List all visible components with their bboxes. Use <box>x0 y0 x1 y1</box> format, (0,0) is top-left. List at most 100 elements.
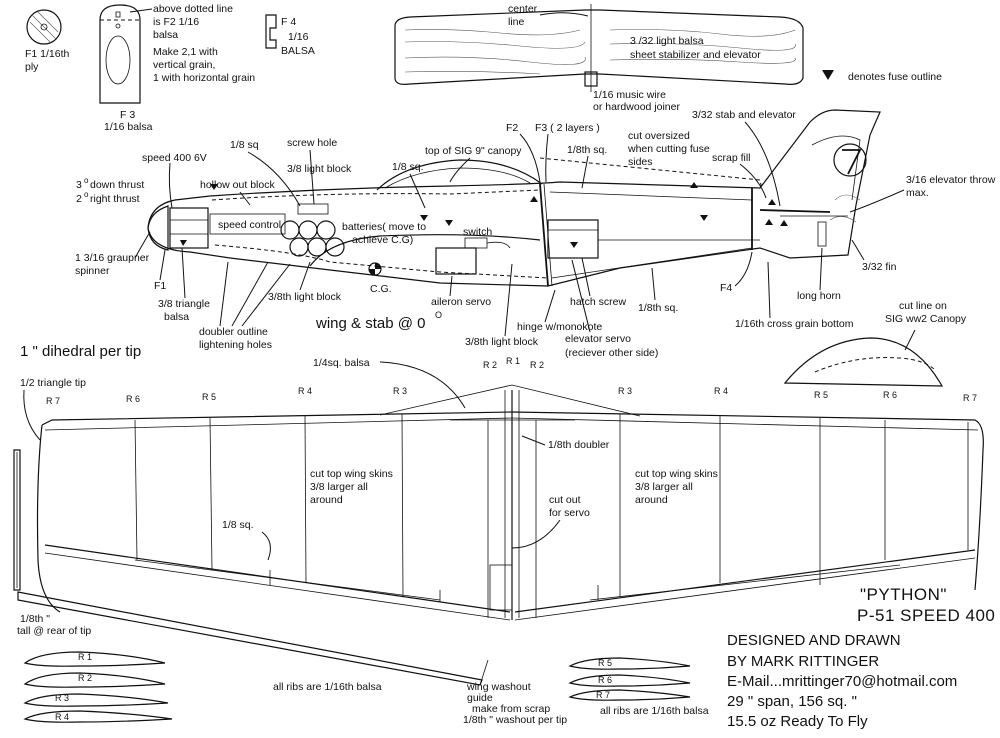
washout-guide: wing washout guide make from scrap 1/8th… <box>17 591 567 726</box>
rib-r7-right: R 7 <box>963 393 977 403</box>
plane-name: "PYTHON" <box>860 585 947 604</box>
wing-labels: 1 " dihedral per tip 1/2 triangle tip 1/… <box>17 343 977 637</box>
light-block-label-2: 3/8th light block <box>268 291 342 303</box>
dihedral-label: 1 " dihedral per tip <box>20 343 141 360</box>
f4-label: F 4 <box>281 16 296 28</box>
span-area: 29 " span, 156 sq. " <box>727 693 857 710</box>
rib-template-r4: R 4 <box>55 712 69 722</box>
rib-template-r2: R 2 <box>78 673 92 683</box>
wing-stab-degree: O <box>435 310 442 320</box>
rib-r5-right: R 5 <box>814 390 828 400</box>
joiner-label-1: 1/16 music wire <box>593 89 666 101</box>
rib-r2-left: R 2 <box>483 360 497 370</box>
rib-r5-left: R 5 <box>202 392 216 402</box>
triangle-label-2: balsa <box>164 311 189 323</box>
f3-label: F 3 <box>120 109 135 121</box>
stabilizer: center line 3 /32 light balsa sheet stab… <box>394 3 942 113</box>
batteries-label-2: achieve C.G) <box>352 234 413 246</box>
fuselage-labels: speed 400 6V 3 o down thrust 2 o right t… <box>75 109 996 359</box>
down-thrust-num: 3 <box>76 179 82 191</box>
f2-note-2: is F2 1/16 <box>153 16 199 28</box>
grain-note-3: 1 with horizontal grain <box>153 72 255 84</box>
former-f1: F1 1/16th ply <box>25 9 70 73</box>
f1-material: ply <box>25 61 39 73</box>
sq-label-3: 1/8th sq. <box>567 144 607 156</box>
rib-template-r6: R 6 <box>598 675 612 685</box>
rib-r4-left: R 4 <box>298 386 312 396</box>
f4-size: 1/16 <box>288 31 309 43</box>
degree-mark-1: o <box>84 176 89 185</box>
washout-label-1: wing washout <box>466 681 531 693</box>
switch-label: switch <box>463 226 492 238</box>
tall-label-2: tall @ rear of tip <box>17 625 91 637</box>
elev-throw-label-2: max. <box>906 187 929 199</box>
rib-r2-right: R 2 <box>530 360 544 370</box>
hatch-screw-label: hatch screw <box>570 296 626 308</box>
triangle-label-1: 3/8 triangle <box>158 298 210 310</box>
stab-elev-label: 3/32 stab and elevator <box>692 109 796 121</box>
sq-label-2: 1/8 sq. <box>392 161 424 173</box>
cut-line-label-2: SIG ww2 Canopy <box>885 313 967 325</box>
grain-note-2: vertical grain, <box>153 59 215 71</box>
tall-label-1: 1/8th " <box>20 613 50 625</box>
quarter-sq-label: 1/4sq. balsa <box>313 357 370 369</box>
hinge-label: hinge w/monokote <box>517 321 602 333</box>
stab-material-1: 3 /32 light balsa <box>630 35 704 47</box>
center-line-label-1: center <box>508 3 538 15</box>
fuse-outline-legend: denotes fuse outline <box>848 71 942 83</box>
designed-by-2: BY MARK RITTINGER <box>727 653 879 670</box>
rib-template-r5: R 5 <box>598 658 612 668</box>
washout-per-tip: 1/8th " washout per tip <box>463 714 567 726</box>
joiner-label-2: or hardwood joiner <box>593 101 680 113</box>
cut-line-label-1: cut line on <box>899 300 947 312</box>
long-horn-label: long horn <box>797 290 841 302</box>
washout-scrap: make from scrap <box>472 703 550 715</box>
elev-servo-label-1: elevator servo <box>565 333 631 345</box>
skins-right-1: cut top wing skins <box>635 468 718 480</box>
f2-callout: F2 <box>506 122 518 134</box>
servo-cut-1: cut out <box>549 494 581 506</box>
servo-cut-2: for servo <box>549 507 590 519</box>
f4-callout: F4 <box>720 282 732 294</box>
former-f4: F 4 1/16 BALSA <box>265 14 315 57</box>
skins-left-3: around <box>310 494 343 506</box>
sq-wing-label: 1/8 sq. <box>222 519 254 531</box>
wing-stab-incidence: wing & stab @ 0 <box>315 315 425 332</box>
down-thrust-label: down thrust <box>90 179 144 191</box>
grain-note-1: Make 2,1 with <box>153 46 218 58</box>
oversize-note-1: cut oversized <box>628 130 690 142</box>
rib-r7-left: R 7 <box>46 396 60 406</box>
sq-label-1: 1/8 sq <box>230 139 259 151</box>
right-thrust-label: right thrust <box>90 193 140 205</box>
plane-model: P-51 SPEED 400 <box>857 606 995 625</box>
doubler-label-1: doubler outline <box>199 326 268 338</box>
ribs-note-left: all ribs are 1/16th balsa <box>273 681 382 693</box>
spinner-label-2: spinner <box>75 265 110 277</box>
rib-r6-right: R 6 <box>883 390 897 400</box>
rib-r4-right: R 4 <box>714 386 728 396</box>
f2-note-3: balsa <box>153 29 178 41</box>
designed-by-1: DESIGNED AND DRAWN <box>727 632 901 649</box>
title-block: "PYTHON" P-51 SPEED 400 DESIGNED AND DRA… <box>727 585 995 730</box>
aileron-servo-label: aileron servo <box>431 296 491 308</box>
rib-template-r1: R 1 <box>78 652 92 662</box>
elev-servo-label-2: (reciever other side) <box>565 347 658 359</box>
doubler-label: 1/8th doubler <box>548 439 610 451</box>
f3-material: 1/16 balsa <box>104 121 153 133</box>
speed-control-label: speed control <box>218 219 281 231</box>
light-block-label: 3/8 light block <box>287 163 352 175</box>
oversize-note-3: sides <box>628 156 653 168</box>
rib-template-r7: R 7 <box>596 690 610 700</box>
doubler-label-2: lightening holes <box>199 339 272 351</box>
f3-callout: F3 ( 2 layers ) <box>535 122 600 134</box>
rib-r1: R 1 <box>506 356 520 366</box>
rib-r6-left: R 6 <box>126 394 140 404</box>
hollow-block-label: hollow out block <box>200 179 275 191</box>
right-thrust-num: 2 <box>76 193 82 205</box>
stab-material-2: sheet stabilizer and elevator <box>630 49 761 61</box>
triangle-tip-label: 1/2 triangle tip <box>20 377 86 389</box>
oversize-note-2: when cutting fuse <box>627 143 710 155</box>
washout-label-2: guide <box>467 692 493 704</box>
fin-label: 3/32 fin <box>862 261 897 273</box>
rib-templates: R 1 R 2 R 3 R 4 all ribs are 1/16th bals… <box>23 651 709 723</box>
